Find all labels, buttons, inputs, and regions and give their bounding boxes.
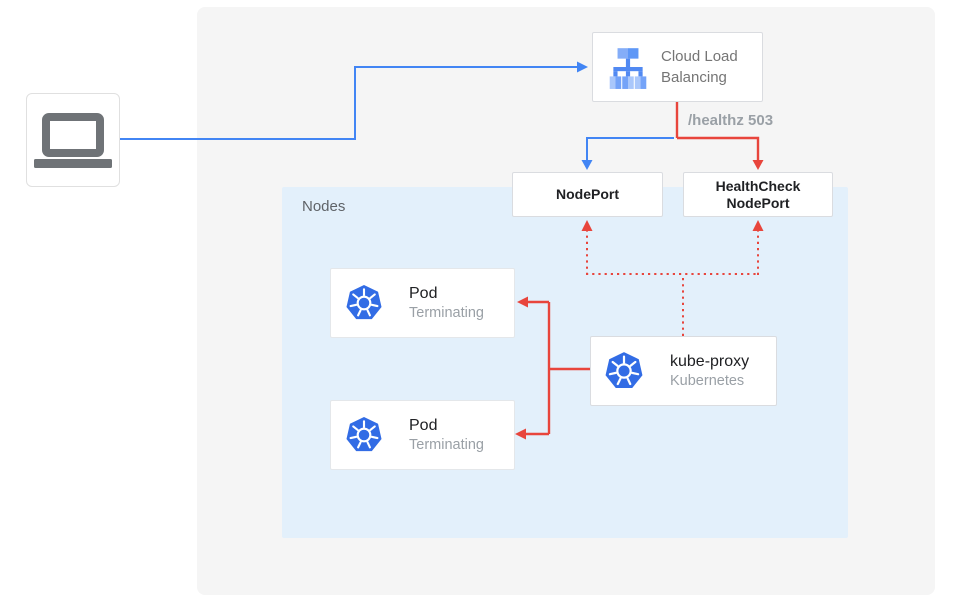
cloud-load-balancing-icon: [605, 44, 651, 90]
kubeproxy-subtitle: Kubernetes: [670, 372, 745, 389]
pod-status: Terminating: [409, 436, 484, 453]
laptop-icon: [34, 111, 112, 169]
kubernetes-icon: [345, 284, 383, 322]
kubeproxy-box: kube-proxy Kubernetes: [590, 336, 777, 406]
client-box: [26, 93, 120, 187]
healthcheck-nodeport-box: HealthCheck NodePort: [683, 172, 833, 217]
kubernetes-icon: [604, 351, 644, 391]
load-balancer-box: Cloud Load Balancing: [592, 32, 763, 102]
healthcheck-nodeport-label: HealthCheck NodePort: [715, 177, 801, 211]
pod-box-2: Pod Terminating: [330, 400, 515, 470]
pod-title: Pod: [409, 284, 438, 302]
healthz-label: /healthz 503: [688, 112, 774, 129]
nodes-panel-label: Nodes: [302, 198, 346, 215]
load-balancer-label: Cloud Load Balancing: [661, 48, 738, 86]
kubernetes-icon: [345, 416, 383, 454]
pod-title: Pod: [409, 416, 438, 434]
pod-status: Terminating: [409, 304, 484, 321]
nodeport-box: NodePort: [512, 172, 663, 217]
kubeproxy-title: kube-proxy: [670, 352, 750, 370]
pod-box-1: Pod Terminating: [330, 268, 515, 338]
nodeport-label: NodePort: [556, 186, 619, 202]
